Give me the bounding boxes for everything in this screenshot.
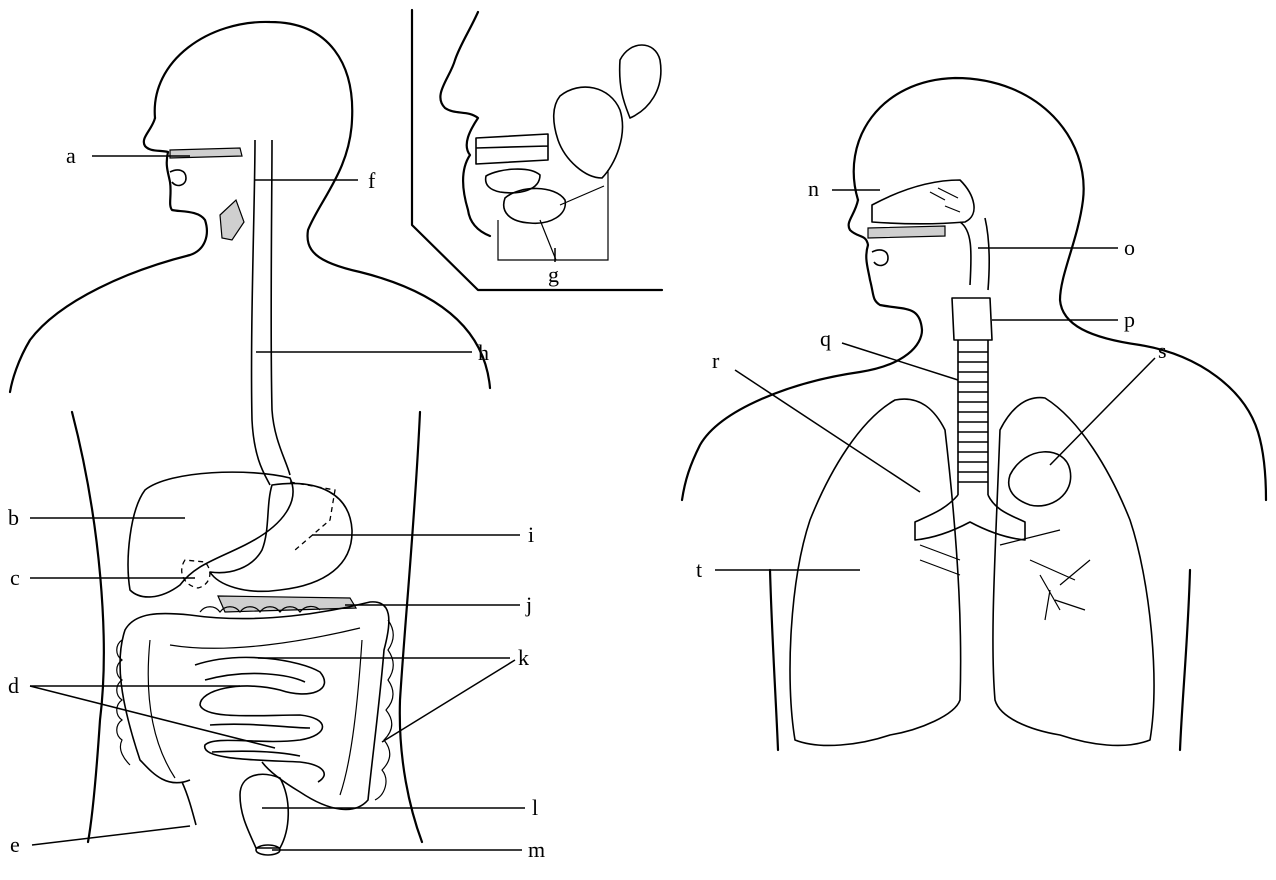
label-j: j xyxy=(525,592,532,617)
digestive-system-figure xyxy=(10,10,662,855)
salivary-duct-lines xyxy=(498,170,608,260)
label-c: c xyxy=(10,565,20,590)
label-r: r xyxy=(712,348,720,373)
respiratory-lips xyxy=(872,250,888,265)
label-t: t xyxy=(696,557,702,582)
nasal-cavity xyxy=(872,180,974,224)
pharynx xyxy=(960,218,989,290)
leader-d2 xyxy=(30,686,275,748)
nasal-conchae xyxy=(930,188,960,212)
submandibular-gland xyxy=(504,188,566,223)
trachea xyxy=(958,340,988,495)
mouth-salivary-inset xyxy=(412,10,662,290)
right-lung xyxy=(790,399,961,745)
respiratory-body-outline xyxy=(854,78,1266,500)
bronchi xyxy=(915,495,1025,540)
large-intestine xyxy=(120,602,389,810)
large-intestine-inner xyxy=(148,628,362,795)
stomach-hidden-edge xyxy=(290,482,335,550)
label-p: p xyxy=(1124,307,1135,332)
inset-frame xyxy=(412,10,662,290)
larynx xyxy=(952,298,992,340)
inset-teeth xyxy=(476,134,548,164)
label-a: a xyxy=(66,143,76,168)
label-s: s xyxy=(1158,338,1167,363)
stomach xyxy=(210,483,352,591)
label-n: n xyxy=(808,176,819,201)
label-f: f xyxy=(368,168,376,193)
rectum xyxy=(240,774,288,848)
colon-haustra xyxy=(117,606,394,800)
respiratory-system-figure xyxy=(682,78,1266,750)
digestive-face-profile xyxy=(10,118,207,392)
parotid-gland xyxy=(554,87,623,178)
label-b: b xyxy=(8,505,19,530)
digestive-body-outline xyxy=(155,22,490,388)
appendix xyxy=(182,782,196,825)
label-i: i xyxy=(528,522,534,547)
label-d: d xyxy=(8,673,19,698)
mouth-lips xyxy=(170,170,186,185)
inset-ear xyxy=(620,45,661,118)
label-o: o xyxy=(1124,235,1135,260)
label-l: l xyxy=(532,795,538,820)
leader-e xyxy=(32,826,190,845)
esophagus xyxy=(252,140,290,485)
digestive-torso-left xyxy=(72,412,104,842)
small-intestine xyxy=(195,657,324,782)
digestive-torso-right xyxy=(400,412,422,842)
label-q: q xyxy=(820,326,831,351)
leader-s xyxy=(1050,358,1155,465)
left-lung xyxy=(993,398,1154,746)
label-g: g xyxy=(548,262,559,287)
label-m: m xyxy=(528,837,545,862)
leader-r xyxy=(735,370,920,492)
label-k: k xyxy=(518,645,529,670)
inset-face-profile xyxy=(440,12,490,236)
respiratory-palate xyxy=(868,226,945,238)
respiratory-torso-right xyxy=(1180,570,1190,750)
lung-blood-vessels xyxy=(920,530,1090,620)
respiratory-torso-left xyxy=(770,570,778,750)
label-h: h xyxy=(478,340,489,365)
label-e: e xyxy=(10,832,20,857)
leader-q xyxy=(842,343,958,380)
epiglottis xyxy=(220,200,244,240)
heart-region xyxy=(1009,452,1071,506)
